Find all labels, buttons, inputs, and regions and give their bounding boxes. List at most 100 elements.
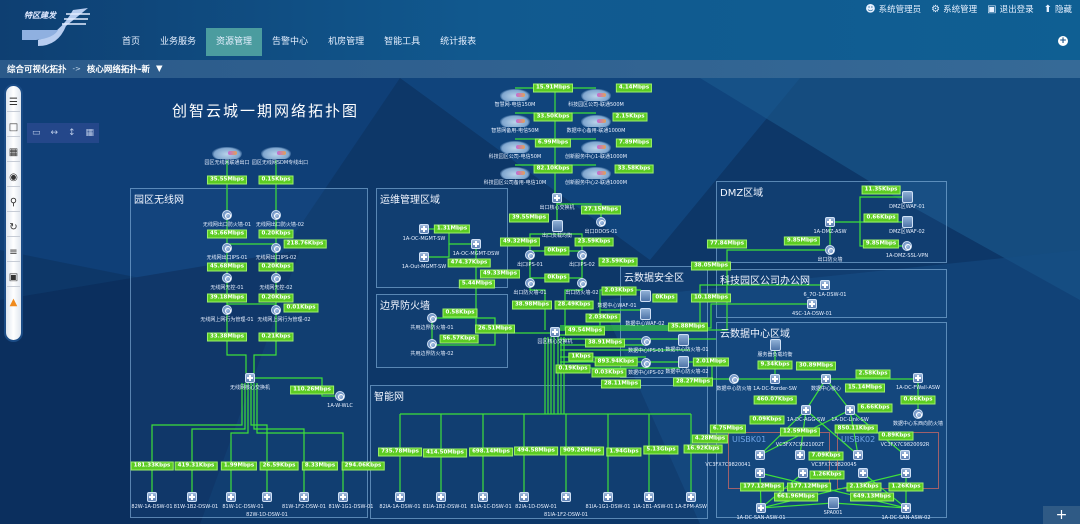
router-icon[interactable] — [222, 305, 232, 315]
switch-icon[interactable] — [338, 492, 348, 502]
breadcrumb-current[interactable]: 核心网络拓扑-新 — [86, 65, 150, 75]
nav-resources[interactable]: 资源管理 — [206, 28, 263, 56]
cloud-icon[interactable] — [581, 167, 611, 179]
switch-icon[interactable] — [755, 450, 765, 460]
server-icon[interactable] — [678, 334, 689, 346]
nav-tools[interactable]: 智能工具 — [384, 37, 421, 47]
switch-icon[interactable] — [686, 492, 696, 502]
cloud-icon[interactable] — [212, 147, 242, 159]
switch-icon[interactable] — [795, 450, 805, 460]
router-icon[interactable] — [641, 336, 651, 346]
nav-room[interactable]: 机房管理 — [328, 37, 365, 47]
switch-icon[interactable] — [858, 468, 868, 478]
switch-icon[interactable] — [395, 492, 405, 502]
dropdown-caret-icon[interactable]: ▼ — [155, 64, 163, 74]
cloud-icon[interactable] — [261, 147, 291, 159]
hide-link[interactable]: ⬆隐藏 — [1044, 3, 1072, 15]
nav-alarms[interactable]: 告警中心 — [272, 37, 309, 47]
server-icon[interactable] — [828, 497, 839, 509]
move-horizontal-icon[interactable]: ↔ — [50, 128, 59, 138]
switch-icon[interactable] — [900, 450, 910, 460]
switch-icon[interactable] — [798, 468, 808, 478]
nav-reports[interactable]: 统计报表 — [440, 37, 477, 47]
tree-icon[interactable]: ☰ — [7, 94, 20, 112]
switch-icon[interactable] — [478, 492, 488, 502]
router-icon[interactable] — [641, 358, 651, 368]
switch-icon[interactable] — [299, 492, 309, 502]
router-icon[interactable] — [222, 243, 232, 253]
breadcrumb-root[interactable]: 综合可视化拓扑 — [7, 65, 67, 75]
switch-icon[interactable] — [603, 492, 613, 502]
server-icon[interactable] — [902, 191, 913, 203]
add-button[interactable]: + — [1043, 506, 1080, 524]
layout-icon[interactable]: ▦ — [7, 144, 20, 162]
server-icon[interactable] — [640, 290, 651, 302]
switch-icon[interactable] — [436, 492, 446, 502]
router-icon[interactable] — [577, 250, 587, 260]
search-icon[interactable]: ⚲ — [7, 194, 20, 212]
switch-icon[interactable] — [147, 492, 157, 502]
cloud-icon[interactable] — [581, 89, 611, 101]
router-icon[interactable] — [913, 409, 923, 419]
cloud-icon[interactable] — [500, 167, 530, 179]
switch-icon[interactable] — [845, 405, 855, 415]
router-icon[interactable] — [271, 243, 281, 253]
switch-icon[interactable] — [245, 373, 255, 383]
switch-icon[interactable] — [807, 299, 817, 309]
switch-icon[interactable] — [901, 503, 911, 513]
switch-icon[interactable] — [755, 468, 765, 478]
router-icon[interactable] — [427, 339, 437, 349]
switch-icon[interactable] — [801, 405, 811, 415]
switch-icon[interactable] — [820, 280, 830, 290]
switch-icon[interactable] — [853, 450, 863, 460]
router-icon[interactable] — [222, 273, 232, 283]
switch-icon[interactable] — [770, 374, 780, 384]
switch-icon[interactable] — [756, 503, 766, 513]
cloud-icon[interactable] — [500, 141, 530, 153]
add-circle-icon[interactable]: + — [1058, 36, 1068, 46]
switch-icon[interactable] — [825, 217, 835, 227]
nav-home[interactable]: 首页 — [122, 37, 141, 47]
cloud-icon[interactable] — [500, 115, 530, 127]
router-icon[interactable] — [427, 313, 437, 323]
router-icon[interactable] — [271, 210, 281, 220]
server-icon[interactable] — [552, 220, 563, 232]
refresh-icon[interactable]: ↻ — [7, 219, 20, 237]
router-icon[interactable] — [271, 273, 281, 283]
switch-icon[interactable] — [226, 492, 236, 502]
router-icon[interactable] — [902, 241, 912, 251]
grid-icon[interactable]: ▦ — [85, 128, 95, 138]
save-icon[interactable]: ▣ — [7, 269, 20, 287]
server-icon[interactable] — [678, 356, 689, 368]
switch-icon[interactable] — [419, 252, 429, 262]
router-icon[interactable] — [335, 391, 345, 401]
nav-business[interactable]: 业务服务 — [160, 37, 197, 47]
settings-link[interactable]: ⚙系统管理 — [931, 3, 977, 15]
cloud-icon[interactable] — [581, 141, 611, 153]
router-icon[interactable] — [271, 305, 281, 315]
router-icon[interactable] — [825, 245, 835, 255]
switch-icon[interactable] — [262, 492, 272, 502]
move-vertical-icon[interactable]: ↕ — [67, 128, 76, 138]
cloud-icon[interactable] — [500, 89, 530, 101]
monitor-icon[interactable]: ▭ — [31, 128, 41, 138]
window-icon[interactable]: □ — [7, 119, 20, 137]
user-link[interactable]: ☻系统管理员 — [865, 3, 921, 15]
server-icon[interactable] — [770, 339, 781, 351]
switch-icon[interactable] — [550, 327, 560, 337]
warning-icon[interactable]: ▲ — [9, 297, 18, 308]
switch-icon[interactable] — [644, 492, 654, 502]
switch-icon[interactable] — [519, 492, 529, 502]
router-icon[interactable] — [596, 217, 606, 227]
target-icon[interactable]: ◉ — [7, 169, 20, 187]
server-icon[interactable] — [640, 308, 651, 320]
switch-icon[interactable] — [821, 374, 831, 384]
switch-icon[interactable] — [901, 468, 911, 478]
switch-icon[interactable] — [552, 193, 562, 203]
switch-icon[interactable] — [471, 239, 481, 249]
server-icon[interactable] — [902, 216, 913, 228]
router-icon[interactable] — [729, 374, 739, 384]
router-icon[interactable] — [222, 210, 232, 220]
router-icon[interactable] — [577, 278, 587, 288]
switch-icon[interactable] — [913, 373, 923, 383]
